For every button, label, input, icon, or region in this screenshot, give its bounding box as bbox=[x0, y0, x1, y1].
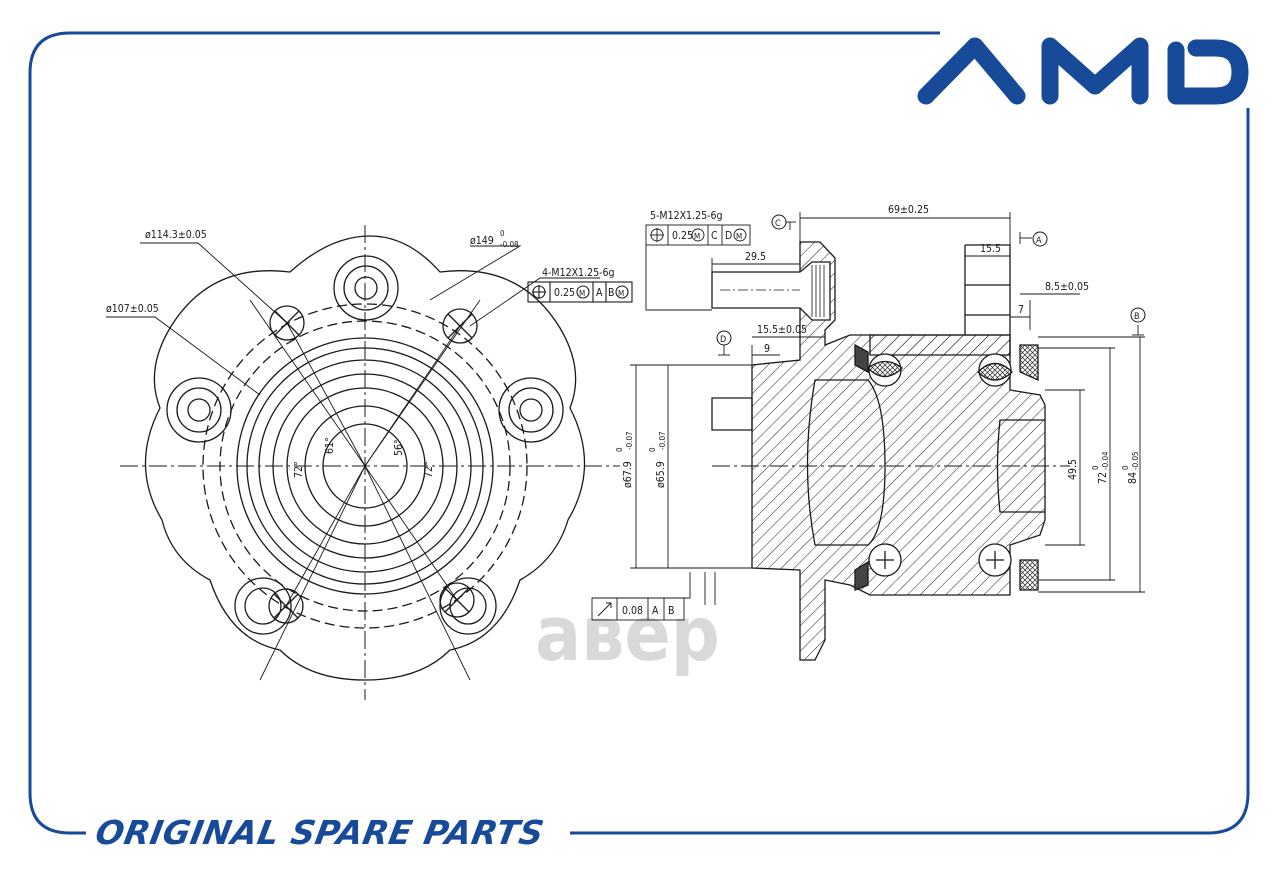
stud-callout-front: 4-M12X1.25-6g bbox=[542, 267, 615, 279]
dim-d659-tol-lower: -0.07 bbox=[658, 431, 667, 450]
fcf-mod1-section: M bbox=[694, 232, 700, 241]
watermark: авер bbox=[535, 589, 720, 678]
dim-stud: 29.5 bbox=[745, 251, 766, 263]
angle-56: 56° bbox=[393, 439, 405, 456]
dim-length: 69±0.25 bbox=[888, 204, 929, 216]
dim-495: 49.5 bbox=[1067, 459, 1079, 480]
dim-d679-tol-lower: -0.07 bbox=[625, 431, 634, 450]
runout-ref1: A bbox=[652, 605, 659, 617]
fcf-ref1-front: A bbox=[596, 287, 603, 299]
dim-72-tol-lower: -0.04 bbox=[1101, 451, 1110, 470]
datum-c: C bbox=[775, 219, 781, 229]
datum-b: B bbox=[1134, 312, 1140, 322]
dim-flange-tol-upper: 0 bbox=[500, 229, 505, 238]
dim-flange-tol-lower: -0.08 bbox=[500, 240, 519, 249]
datum-a: A bbox=[1036, 236, 1042, 246]
dim-flange-w: 15.5 bbox=[980, 243, 1001, 255]
fcf-mod2-section: M bbox=[736, 232, 742, 241]
amd-logo bbox=[917, 37, 1249, 105]
runout-tol: 0.08 bbox=[622, 605, 643, 617]
datum-d: D bbox=[720, 335, 726, 345]
fcf-tol-front: 0.25 bbox=[554, 287, 575, 299]
dim-9: 9 bbox=[764, 343, 770, 355]
fcf-mod1-front: M bbox=[579, 289, 585, 298]
wheel-stud-section bbox=[711, 261, 831, 321]
dim-84-tol-upper: 0 bbox=[1121, 465, 1130, 470]
fcf-mod2-front: M bbox=[618, 289, 624, 298]
front-view bbox=[106, 225, 633, 700]
flange-outline bbox=[144, 235, 586, 681]
dim-d659: ø65.9 bbox=[655, 461, 667, 488]
wheel-studs bbox=[166, 255, 564, 635]
angle-72-right: 72° bbox=[423, 461, 435, 478]
fcf-ref1-section: C bbox=[711, 230, 718, 242]
angle-61: 61° bbox=[324, 437, 336, 454]
fcf-ref2-section: D bbox=[725, 230, 732, 242]
footer-slogan: ORIGINAL SPARE PARTS bbox=[92, 813, 548, 852]
dim-flange-t: 15.5±0.05 bbox=[757, 324, 807, 336]
dim-d679-tol-upper: 0 bbox=[615, 447, 624, 452]
fcf-ref2-front: B bbox=[608, 287, 614, 299]
runout-ref2: B bbox=[668, 605, 674, 617]
fcf-tol-section: 0.25 bbox=[672, 230, 693, 242]
dim-flange: ø149 bbox=[470, 235, 494, 247]
dim-pilot: 8.5±0.05 bbox=[1045, 281, 1089, 293]
dim-72: 72 bbox=[1097, 472, 1109, 484]
section-view bbox=[711, 241, 1070, 661]
dim-pcd-outer: ø114.3±0.05 bbox=[145, 229, 207, 241]
angle-72-left: 72° bbox=[293, 461, 305, 478]
frame-border bbox=[28, 31, 1250, 835]
dim-d659-tol-upper: 0 bbox=[648, 447, 657, 452]
dim-84: 84 bbox=[1127, 472, 1139, 484]
dim-7: 7 bbox=[1018, 304, 1024, 316]
dim-84-tol-lower: -0.05 bbox=[1131, 451, 1140, 470]
section-dimensions bbox=[591, 212, 1145, 621]
dim-pcd-inner: ø107±0.05 bbox=[106, 303, 159, 315]
dim-72-tol-upper: 0 bbox=[1091, 465, 1100, 470]
dim-d679: ø67.9 bbox=[622, 461, 634, 488]
stud-callout-section: 5-M12X1.25-6g bbox=[650, 210, 723, 222]
